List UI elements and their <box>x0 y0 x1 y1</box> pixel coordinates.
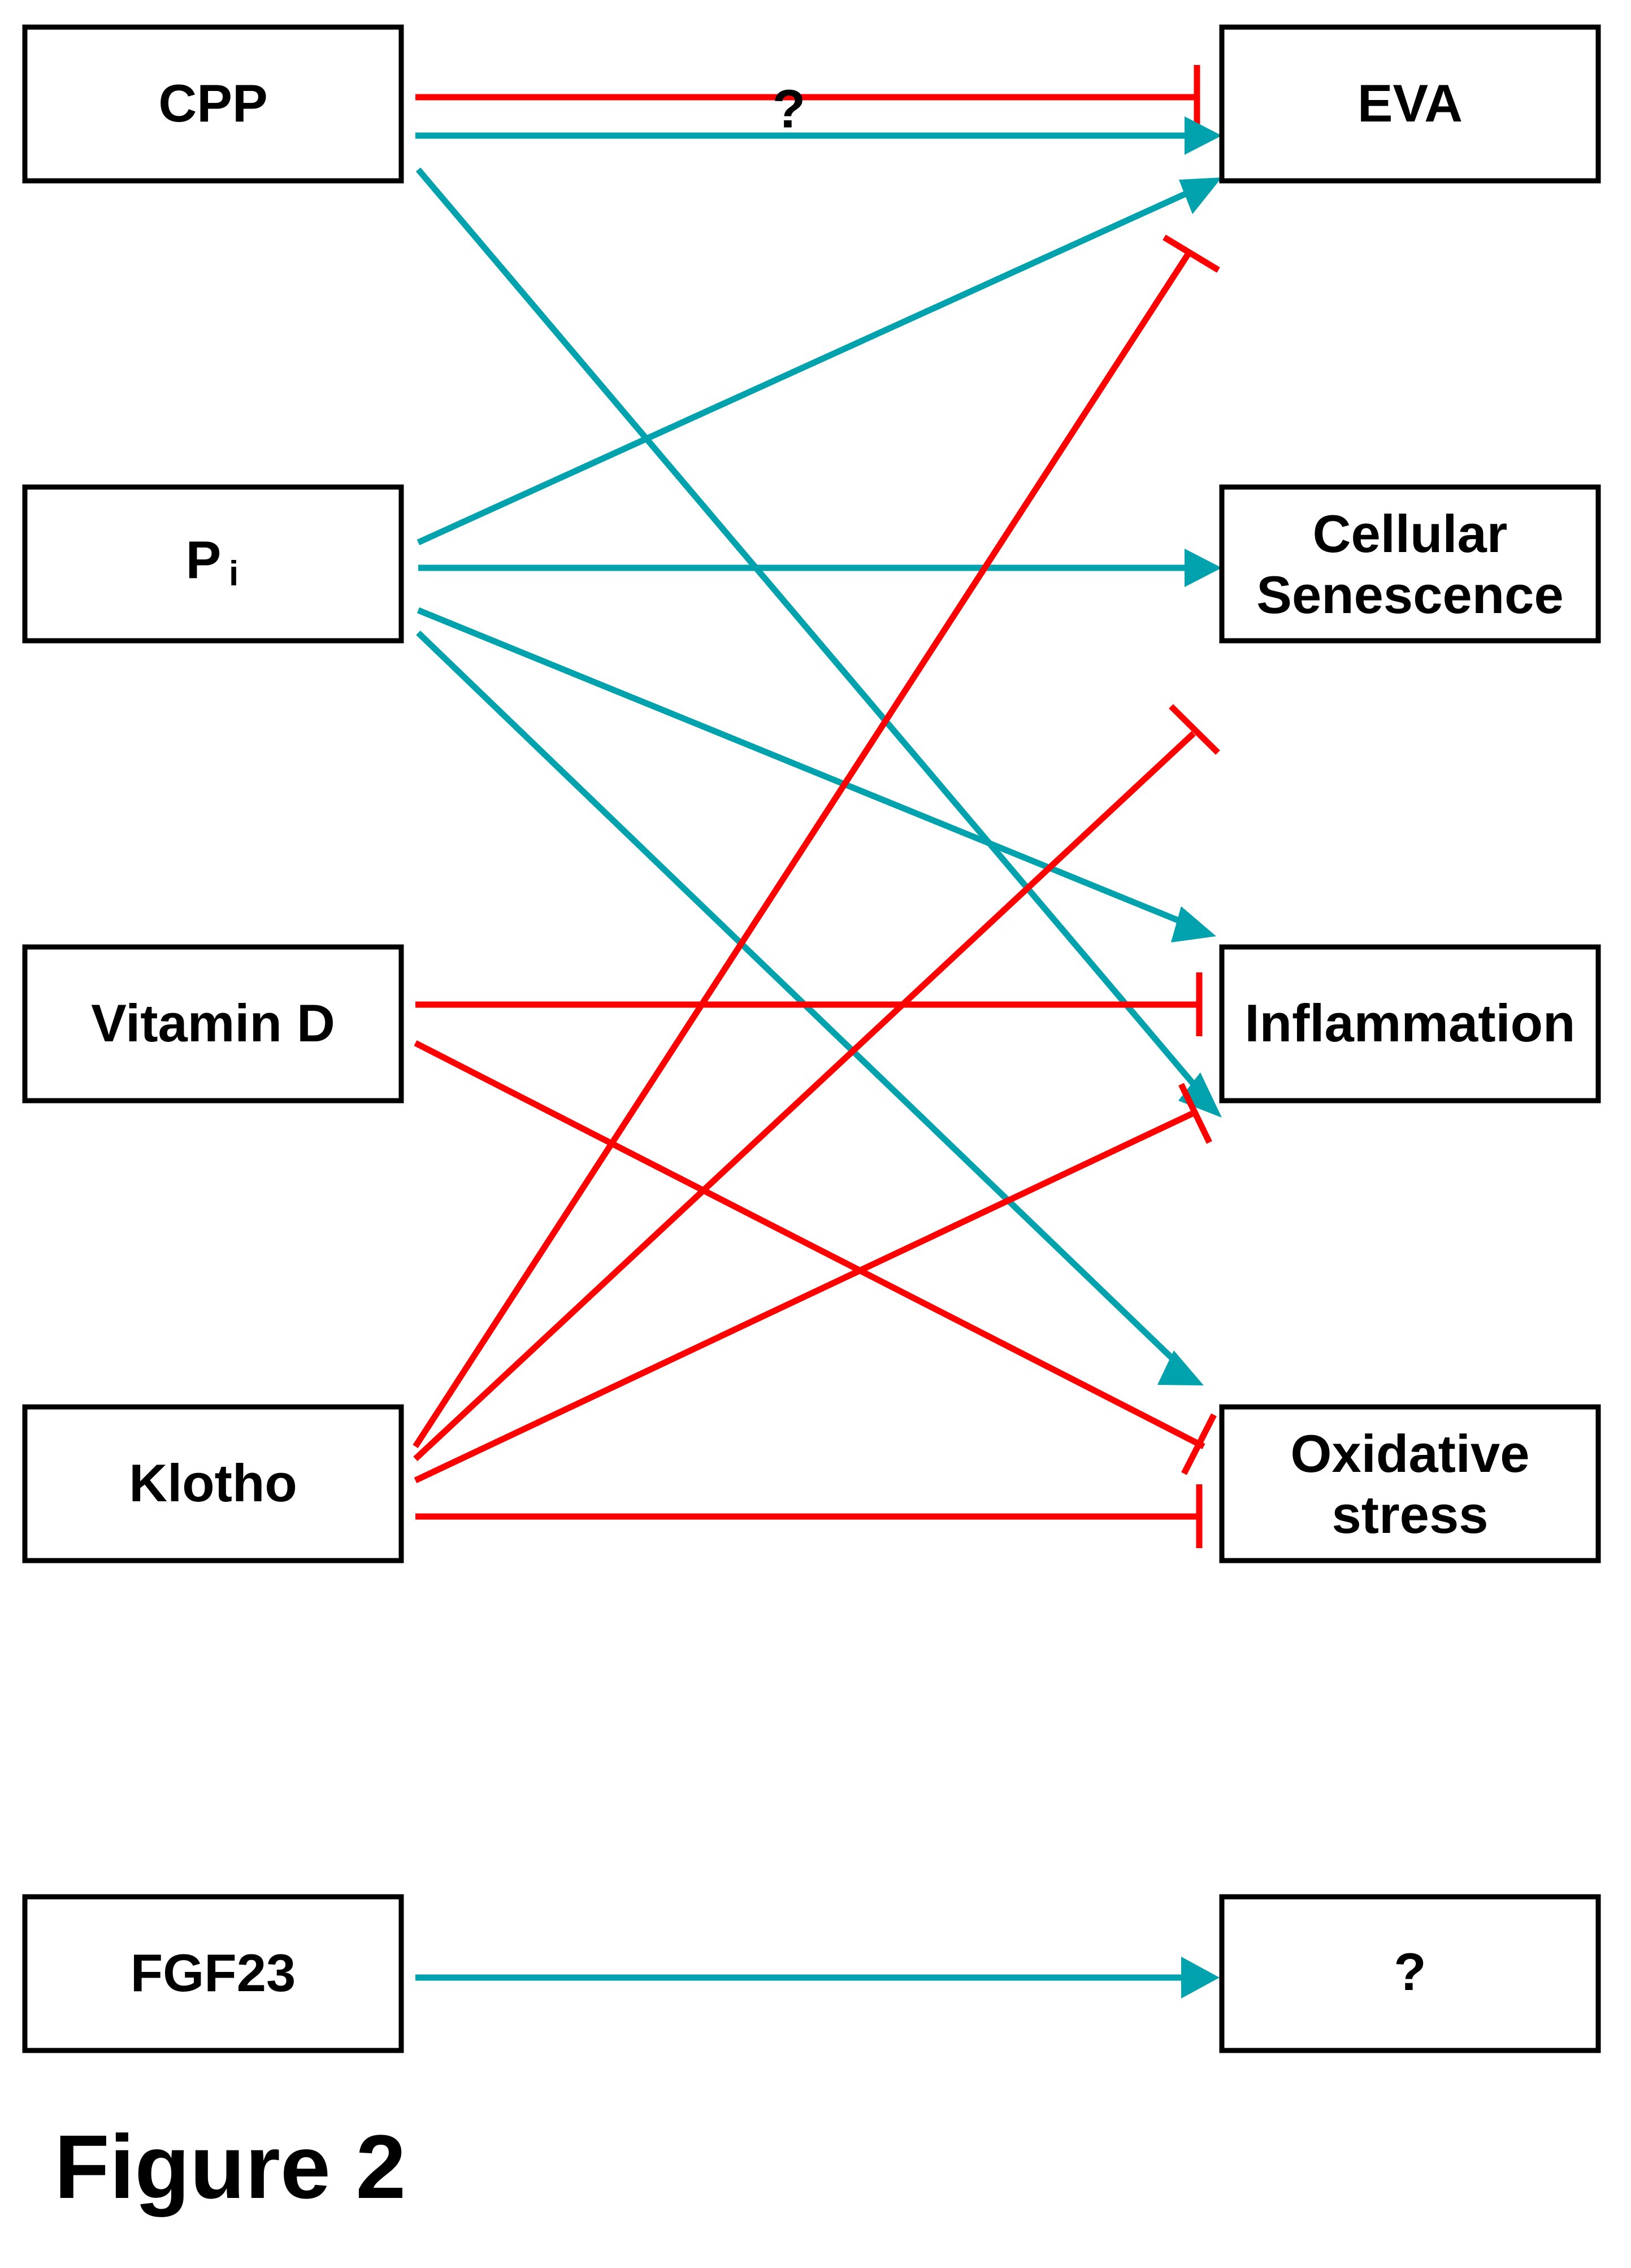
edge-klotho-inflammation-hi <box>413 704 1220 1462</box>
node-oxidative-stress-label-line2: stress <box>1332 1485 1489 1544</box>
node-pi[interactable]: P i <box>22 484 404 644</box>
edge-cpp-inflammation <box>415 167 1222 1118</box>
edge-pi-senescence <box>418 549 1222 587</box>
edge-klotho-inflammation-lo <box>414 1083 1212 1483</box>
node-cpp-label: CPP <box>158 73 267 133</box>
node-pi-label: P <box>186 530 222 589</box>
edge-cpp-eva-activate <box>415 116 1222 155</box>
node-vitamin-d-label: Vitamin D <box>91 993 335 1053</box>
node-vitamin-d[interactable]: Vitamin D <box>22 944 404 1103</box>
node-pi-sublabel: i <box>229 554 238 593</box>
node-inflammation[interactable]: Inflammation <box>1219 944 1601 1103</box>
node-unknown[interactable]: ? <box>1219 1894 1601 2053</box>
node-unknown-label: ? <box>1394 1942 1426 2001</box>
node-oxidative-stress[interactable]: Oxidative stress <box>1219 1404 1601 1563</box>
edge-vitd-oxidative <box>414 1040 1217 1475</box>
node-klotho[interactable]: Klotho <box>22 1404 404 1563</box>
edge-pi-inflammation <box>417 607 1216 942</box>
node-eva[interactable]: EVA <box>1219 24 1601 184</box>
edge-vitd-inflammation <box>415 972 1203 1036</box>
node-cellular-senescence-label-line1: Cellular <box>1313 504 1508 563</box>
edge-pi-eva <box>417 177 1222 546</box>
node-fgf23[interactable]: FGF23 <box>22 1894 404 2053</box>
node-fgf23-label: FGF23 <box>131 1943 296 2002</box>
node-klotho-label: Klotho <box>129 1453 297 1513</box>
edge-klotho-oxidative <box>415 1484 1203 1548</box>
node-cellular-senescence-label-line2: Senescence <box>1256 565 1563 624</box>
node-inflammation-label: Inflammation <box>1245 993 1576 1053</box>
edge-fgf23-unknown <box>415 1957 1220 1998</box>
node-eva-label: EVA <box>1357 73 1463 133</box>
edge-cpp-eva-inhibit <box>415 65 1200 129</box>
node-cellular-senescence[interactable]: Cellular Senescence <box>1219 484 1601 644</box>
edge-pi-oxidative <box>416 631 1204 1385</box>
node-oxidative-stress-label-line1: Oxidative <box>1290 1424 1529 1483</box>
edge-klotho-eva <box>413 234 1220 1448</box>
cpp-eva-question-mark: ? <box>773 79 806 139</box>
node-cpp[interactable]: CPP <box>22 24 404 184</box>
figure-caption: Figure 2 <box>54 2116 406 2217</box>
